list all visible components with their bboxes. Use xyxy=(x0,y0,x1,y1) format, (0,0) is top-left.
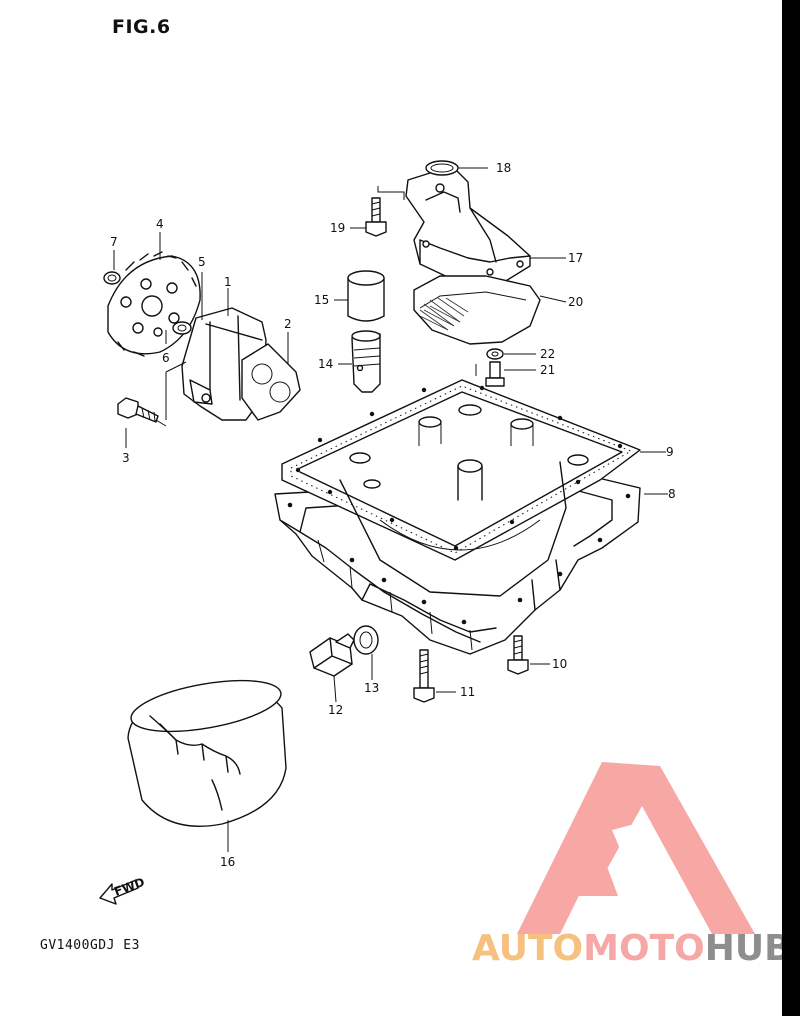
watermark-wordmark: AUTOMOTOHUB xyxy=(472,928,792,969)
part-number-12: 12 xyxy=(328,703,343,717)
part-number-8: 8 xyxy=(668,487,676,501)
spacer-15-drawing xyxy=(347,270,385,322)
part-number-3: 3 xyxy=(122,451,130,465)
strainer-gasket-drawing xyxy=(413,275,541,345)
part-number-18: 18 xyxy=(496,161,511,175)
drain-plug-12-drawing xyxy=(309,633,355,677)
oil-pan-sump-drawing xyxy=(339,404,589,597)
pump-o-ring-2-drawing xyxy=(241,343,301,421)
part-number-10: 10 xyxy=(552,657,567,671)
part-number-21: 21 xyxy=(540,363,555,377)
washer-5-drawing xyxy=(172,321,192,335)
part-number-6: 6 xyxy=(162,351,170,365)
part-number-15: 15 xyxy=(314,293,329,307)
part-number-13: 13 xyxy=(364,681,379,695)
washer-22-drawing xyxy=(486,348,504,360)
oil-pan-drawing xyxy=(274,475,641,655)
part-number-9: 9 xyxy=(666,445,674,459)
model-code: GV1400GDJ E3 xyxy=(40,938,140,953)
part-number-14: 14 xyxy=(318,357,333,371)
part-number-19: 19 xyxy=(330,221,345,235)
part-number-7: 7 xyxy=(110,235,118,249)
part-number-1: 1 xyxy=(224,275,232,289)
bolt-11-drawing xyxy=(413,649,435,703)
pump-gear-4-drawing xyxy=(107,251,201,357)
part-number-5: 5 xyxy=(198,255,206,269)
part-number-2: 2 xyxy=(284,317,292,331)
oil-strainer-drawing xyxy=(405,160,531,283)
forward-arrow-icon: FWD xyxy=(99,875,147,905)
part-number-16: 16 xyxy=(220,855,235,869)
callout-leader-lines xyxy=(113,167,668,852)
bolt-3-drawing xyxy=(117,397,159,423)
watermark-logo-icon xyxy=(517,762,755,934)
part-number-20: 20 xyxy=(568,295,583,309)
circlip-7-drawing xyxy=(103,271,121,285)
bolt-21-drawing xyxy=(485,361,505,387)
part-number-11: 11 xyxy=(460,685,475,699)
watermark-auto: AUTO xyxy=(472,928,584,969)
oil-filter-16-drawing xyxy=(127,679,287,827)
fwd-label: FWD xyxy=(112,875,146,899)
watermark-moto: MOTO xyxy=(583,928,705,969)
assembly-guide-lines xyxy=(155,186,477,427)
part-number-22: 22 xyxy=(540,347,555,361)
part-number-17: 17 xyxy=(568,251,583,265)
watermark-hub: HUB xyxy=(704,928,792,969)
right-edge-bar xyxy=(782,0,800,1016)
bolt-10-drawing xyxy=(507,635,529,675)
oil-pipe-14-drawing xyxy=(351,330,381,393)
part-number-4: 4 xyxy=(156,217,164,231)
bolt-19-drawing xyxy=(365,197,387,237)
figure-title: FIG.6 xyxy=(112,16,171,38)
part-number-labels: 1 2 3 4 5 6 7 8 9 10 11 12 13 14 15 16 1… xyxy=(110,161,676,869)
drain-gasket-13-drawing xyxy=(353,625,379,655)
